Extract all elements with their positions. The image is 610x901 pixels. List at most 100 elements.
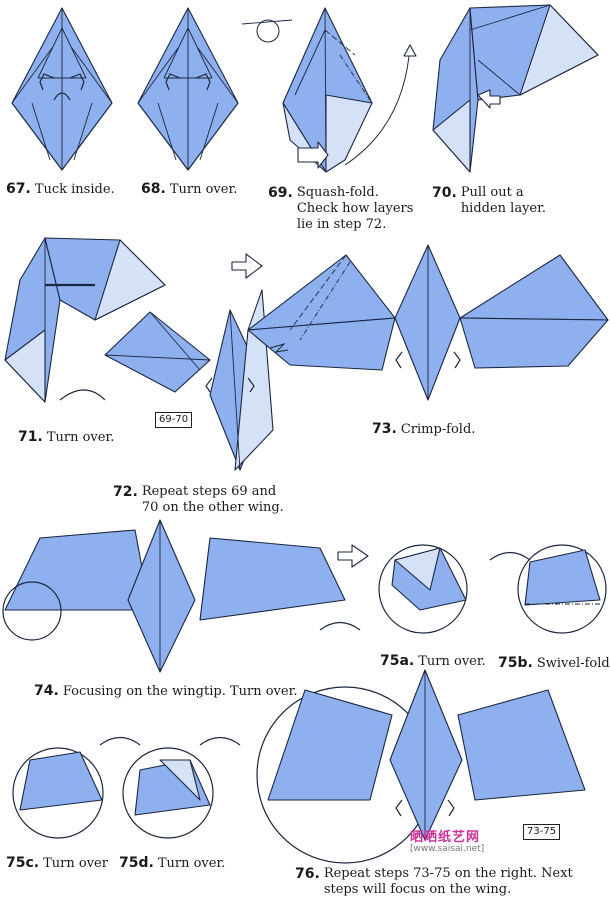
step-text: Pull out a xyxy=(460,185,524,200)
head-crease xyxy=(61,27,87,79)
squash-arrow xyxy=(344,44,411,166)
step-text: Repeat steps 73-75 on the right. Next xyxy=(323,866,573,881)
left-wing-bottom xyxy=(247,317,396,371)
leg xyxy=(39,73,55,91)
flap-line xyxy=(73,102,93,161)
step-68-diagram xyxy=(137,7,239,171)
step-75c-diagram xyxy=(12,747,104,839)
flap-line xyxy=(197,47,239,104)
crimp-line xyxy=(289,254,347,331)
step-text: Turn over. xyxy=(418,654,486,669)
fold-line xyxy=(324,29,356,56)
wing-light xyxy=(94,239,166,321)
legs xyxy=(395,351,461,369)
step-67-caption: 67.Tuck inside. xyxy=(6,181,115,198)
step-76-caption: 76. Repeat steps 73-75 on the right. Nex… xyxy=(295,866,573,898)
step-text: Turn over xyxy=(43,856,108,871)
step-71-diagram xyxy=(4,237,166,403)
turn-over-arrow-icon xyxy=(489,551,531,561)
step-69-diagram xyxy=(241,7,417,173)
body xyxy=(127,519,196,673)
crease xyxy=(104,354,211,361)
flap-line xyxy=(71,47,113,104)
step-68-caption: 68.Turn over. xyxy=(141,181,237,198)
right-wing-bottom xyxy=(459,317,609,369)
crease xyxy=(149,311,201,371)
step-75b-diagram xyxy=(489,544,607,634)
step-number: 73. xyxy=(372,421,397,437)
step-text: Check how layers xyxy=(296,201,414,216)
leg-detail xyxy=(39,73,85,91)
step-number: 74. xyxy=(34,683,59,699)
crimp-line xyxy=(299,261,351,341)
tuck-arrow xyxy=(53,92,71,101)
push-arrow-icon xyxy=(231,253,263,279)
step-number: 76. xyxy=(295,866,320,882)
left-wing xyxy=(104,311,211,393)
head-crease xyxy=(37,27,63,79)
wingtip xyxy=(524,549,601,606)
pull-arrow-icon xyxy=(477,89,501,109)
leg xyxy=(165,73,181,91)
legs xyxy=(395,799,455,817)
push-arrow xyxy=(297,141,329,169)
step-number: 68. xyxy=(141,181,166,197)
step-text: Crimp-fold. xyxy=(400,422,476,437)
body xyxy=(389,669,463,841)
flap-line xyxy=(137,47,179,104)
flap-line xyxy=(199,102,219,161)
light-flap xyxy=(325,94,373,173)
right-wing-top xyxy=(459,254,609,321)
step-75a-caption: 75a.Turn over. xyxy=(380,653,486,670)
turn-over-arrow-icon xyxy=(59,389,106,401)
crimp-arrow-icon xyxy=(269,342,289,353)
center-crease xyxy=(324,7,327,173)
step-71-caption: 71.Turn over. xyxy=(18,429,114,446)
push-arrow-icon xyxy=(337,544,369,568)
step-75b-caption: 75b.Swivel-fold. xyxy=(498,655,610,672)
left-wing-top xyxy=(247,254,396,331)
head-crease xyxy=(163,27,189,79)
turn-over-arrow-icon xyxy=(319,621,361,631)
reference-box-73-75: 73-75 xyxy=(523,824,561,840)
flap-line xyxy=(31,102,51,161)
step-text: Repeat steps 69 and xyxy=(141,484,277,499)
arrowhead xyxy=(403,44,417,57)
step-number: 75c. xyxy=(6,855,40,871)
crease xyxy=(477,59,521,96)
step-73-caption: 73.Crimp-fold. xyxy=(372,421,475,438)
turn-over-arrow-icon xyxy=(199,736,241,746)
step-74-caption: 74.Focusing on the wingtip. Turn over. xyxy=(34,683,298,700)
step-number: 71. xyxy=(18,429,43,445)
turn-over-arrow-icon xyxy=(99,736,141,746)
legs xyxy=(205,377,255,393)
step-70-caption: 70. Pull out a hidden layer. xyxy=(432,185,546,217)
step-number: 69. xyxy=(268,185,293,201)
turn-over-arrow-icon xyxy=(256,19,280,43)
wingtip-light xyxy=(159,759,201,801)
step-text: Turn over. xyxy=(157,856,226,871)
body xyxy=(394,244,461,401)
step-75d-caption: 75d.Turn over. xyxy=(119,855,225,872)
step-70-diagram xyxy=(432,4,599,173)
step-number: 75b. xyxy=(498,655,533,671)
step-73-diagram xyxy=(231,244,609,401)
watermark-title: 晒晒纸艺网 xyxy=(410,830,481,845)
edge-line xyxy=(61,102,113,171)
center-crease xyxy=(229,309,241,471)
step-number: 67. xyxy=(6,181,31,197)
leg-detail xyxy=(165,73,211,91)
step-text: lie in step 72. xyxy=(296,217,387,232)
step-67-diagram xyxy=(11,7,113,171)
step-text: steps will focus on the wing. xyxy=(323,882,512,897)
circle-detail-icon xyxy=(2,581,62,641)
step-text: 70 on the other wing. xyxy=(141,500,284,515)
step-72-diagram xyxy=(104,289,274,471)
step-69-caption: 69. Squash-fold. Check how layers lie in… xyxy=(268,185,413,233)
reference-box-69-70: 69-70 xyxy=(155,412,193,428)
step-75d-diagram xyxy=(99,736,241,839)
wingtip xyxy=(19,751,103,811)
crease xyxy=(469,4,551,31)
